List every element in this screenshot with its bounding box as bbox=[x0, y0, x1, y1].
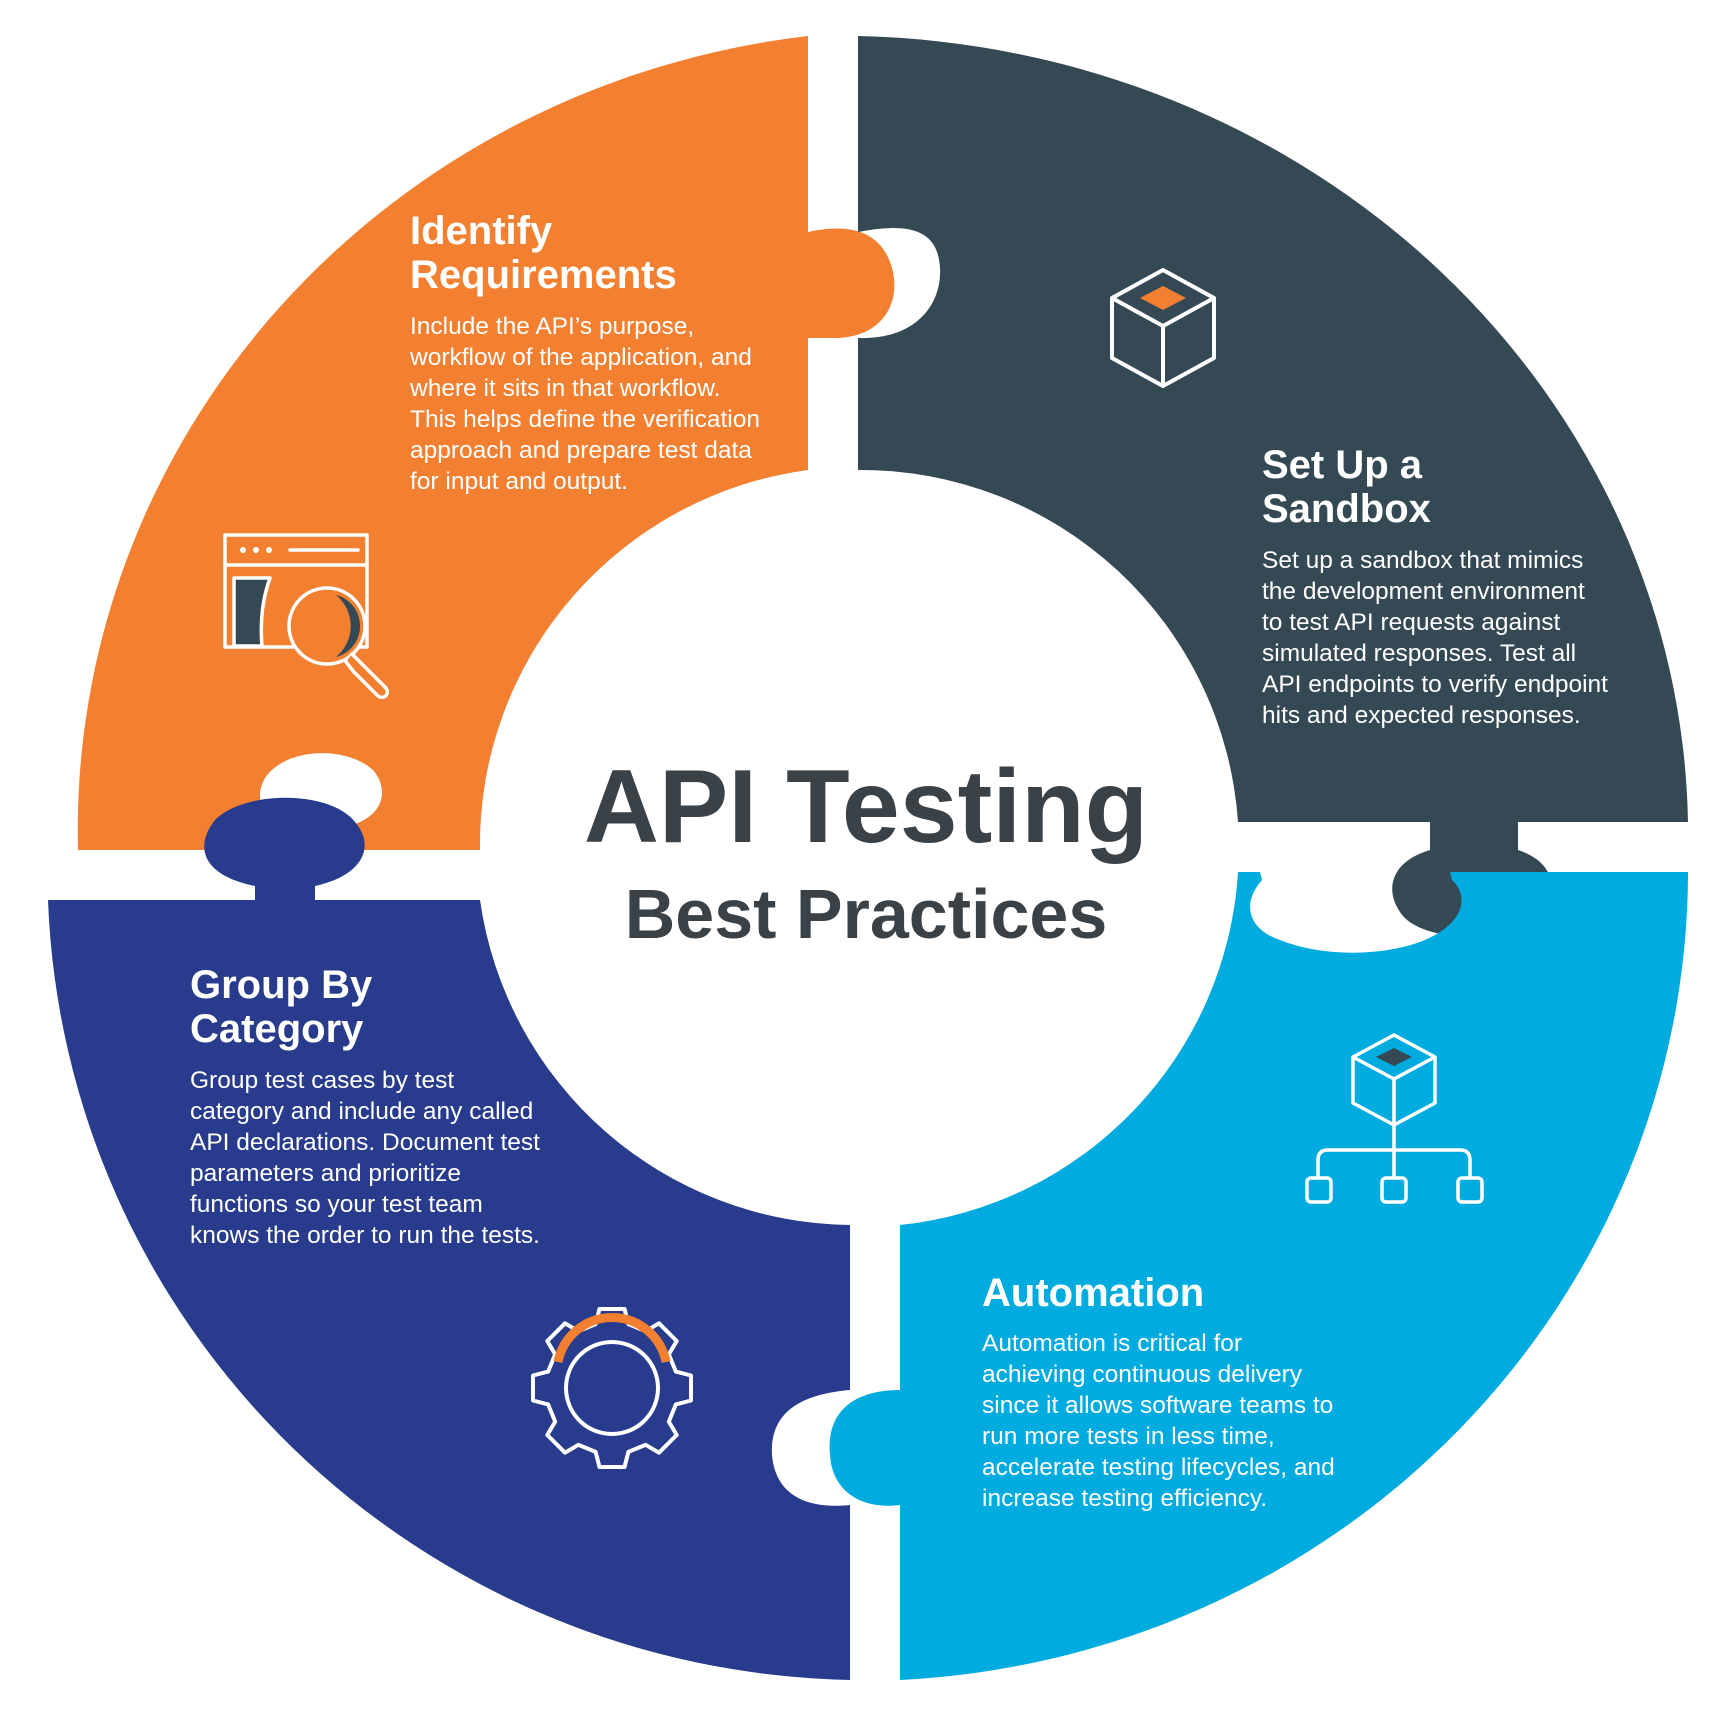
automation-body-line-6: increase testing efficiency. bbox=[982, 1485, 1267, 1512]
cube-icon bbox=[1110, 268, 1216, 388]
cube-hierarchy-icon bbox=[1305, 1033, 1484, 1204]
group-heading-line-1: Group By bbox=[190, 963, 373, 1007]
automation-body-line-5: accelerate testing lifecycles, and bbox=[982, 1454, 1335, 1481]
group-body-line-1: Group test cases by test bbox=[190, 1067, 454, 1094]
automation-body-line-4: run more tests in less time, bbox=[982, 1423, 1275, 1450]
sandbox-text-block: Set Up a Sandbox Set up a sandbox that m… bbox=[1262, 443, 1608, 729]
group-heading-line-2: Category bbox=[190, 1007, 364, 1051]
gear-icon bbox=[531, 1307, 693, 1469]
group-body-line-4: parameters and prioritize bbox=[190, 1160, 461, 1187]
identify-body-line-5: approach and prepare test data bbox=[410, 437, 752, 464]
automation-body-line-2: achieving continuous delivery bbox=[982, 1361, 1303, 1388]
group-text-block: Group By Category Group test cases by te… bbox=[190, 963, 540, 1249]
automation-body-line-3: since it allows software teams to bbox=[982, 1392, 1333, 1419]
segment-group-by-category bbox=[48, 797, 850, 1680]
automation-text-block: Automation Automation is critical for ac… bbox=[982, 1271, 1335, 1512]
sandbox-heading-line-2: Sandbox bbox=[1262, 487, 1431, 531]
browser-search-icon bbox=[223, 533, 390, 700]
identify-body-line-2: workflow of the application, and bbox=[409, 344, 752, 371]
identify-text-block: Identify Requirements Include the API’s … bbox=[409, 209, 760, 495]
group-body-line-2: category and include any called bbox=[190, 1098, 533, 1125]
group-body-line-3: API declarations. Document test bbox=[190, 1129, 540, 1156]
identify-heading-line-2: Requirements bbox=[410, 253, 677, 297]
sandbox-heading-line-1: Set Up a bbox=[1262, 443, 1423, 487]
sandbox-body-line-4: simulated responses. Test all bbox=[1262, 640, 1576, 667]
automation-body-line-1: Automation is critical for bbox=[982, 1330, 1242, 1357]
identify-body-line-3: where it sits in that workflow. bbox=[409, 375, 720, 402]
sandbox-body-line-6: hits and expected responses. bbox=[1262, 702, 1581, 729]
identify-body-line-1: Include the API’s purpose, bbox=[410, 313, 694, 340]
group-body-line-5: functions so your test team bbox=[190, 1191, 483, 1218]
group-body-line-6: knows the order to run the tests. bbox=[190, 1222, 540, 1249]
sandbox-body-line-2: the development environment bbox=[1262, 578, 1585, 605]
sandbox-body-line-5: API endpoints to verify endpoint bbox=[1262, 671, 1608, 698]
identify-heading-line-1: Identify bbox=[410, 209, 553, 253]
sandbox-body-line-3: to test API requests against bbox=[1262, 609, 1560, 636]
automation-heading: Automation bbox=[982, 1271, 1204, 1315]
segment-automation bbox=[829, 872, 1688, 1680]
identify-body-line-6: for input and output. bbox=[410, 468, 628, 495]
sandbox-body-line-1: Set up a sandbox that mimics bbox=[1262, 547, 1583, 574]
segment-set-up-sandbox bbox=[858, 36, 1688, 937]
identify-body-line-4: This helps define the verification bbox=[410, 406, 760, 433]
center-subtitle: Best Practices bbox=[625, 875, 1108, 953]
center-title: API Testing bbox=[584, 749, 1148, 865]
